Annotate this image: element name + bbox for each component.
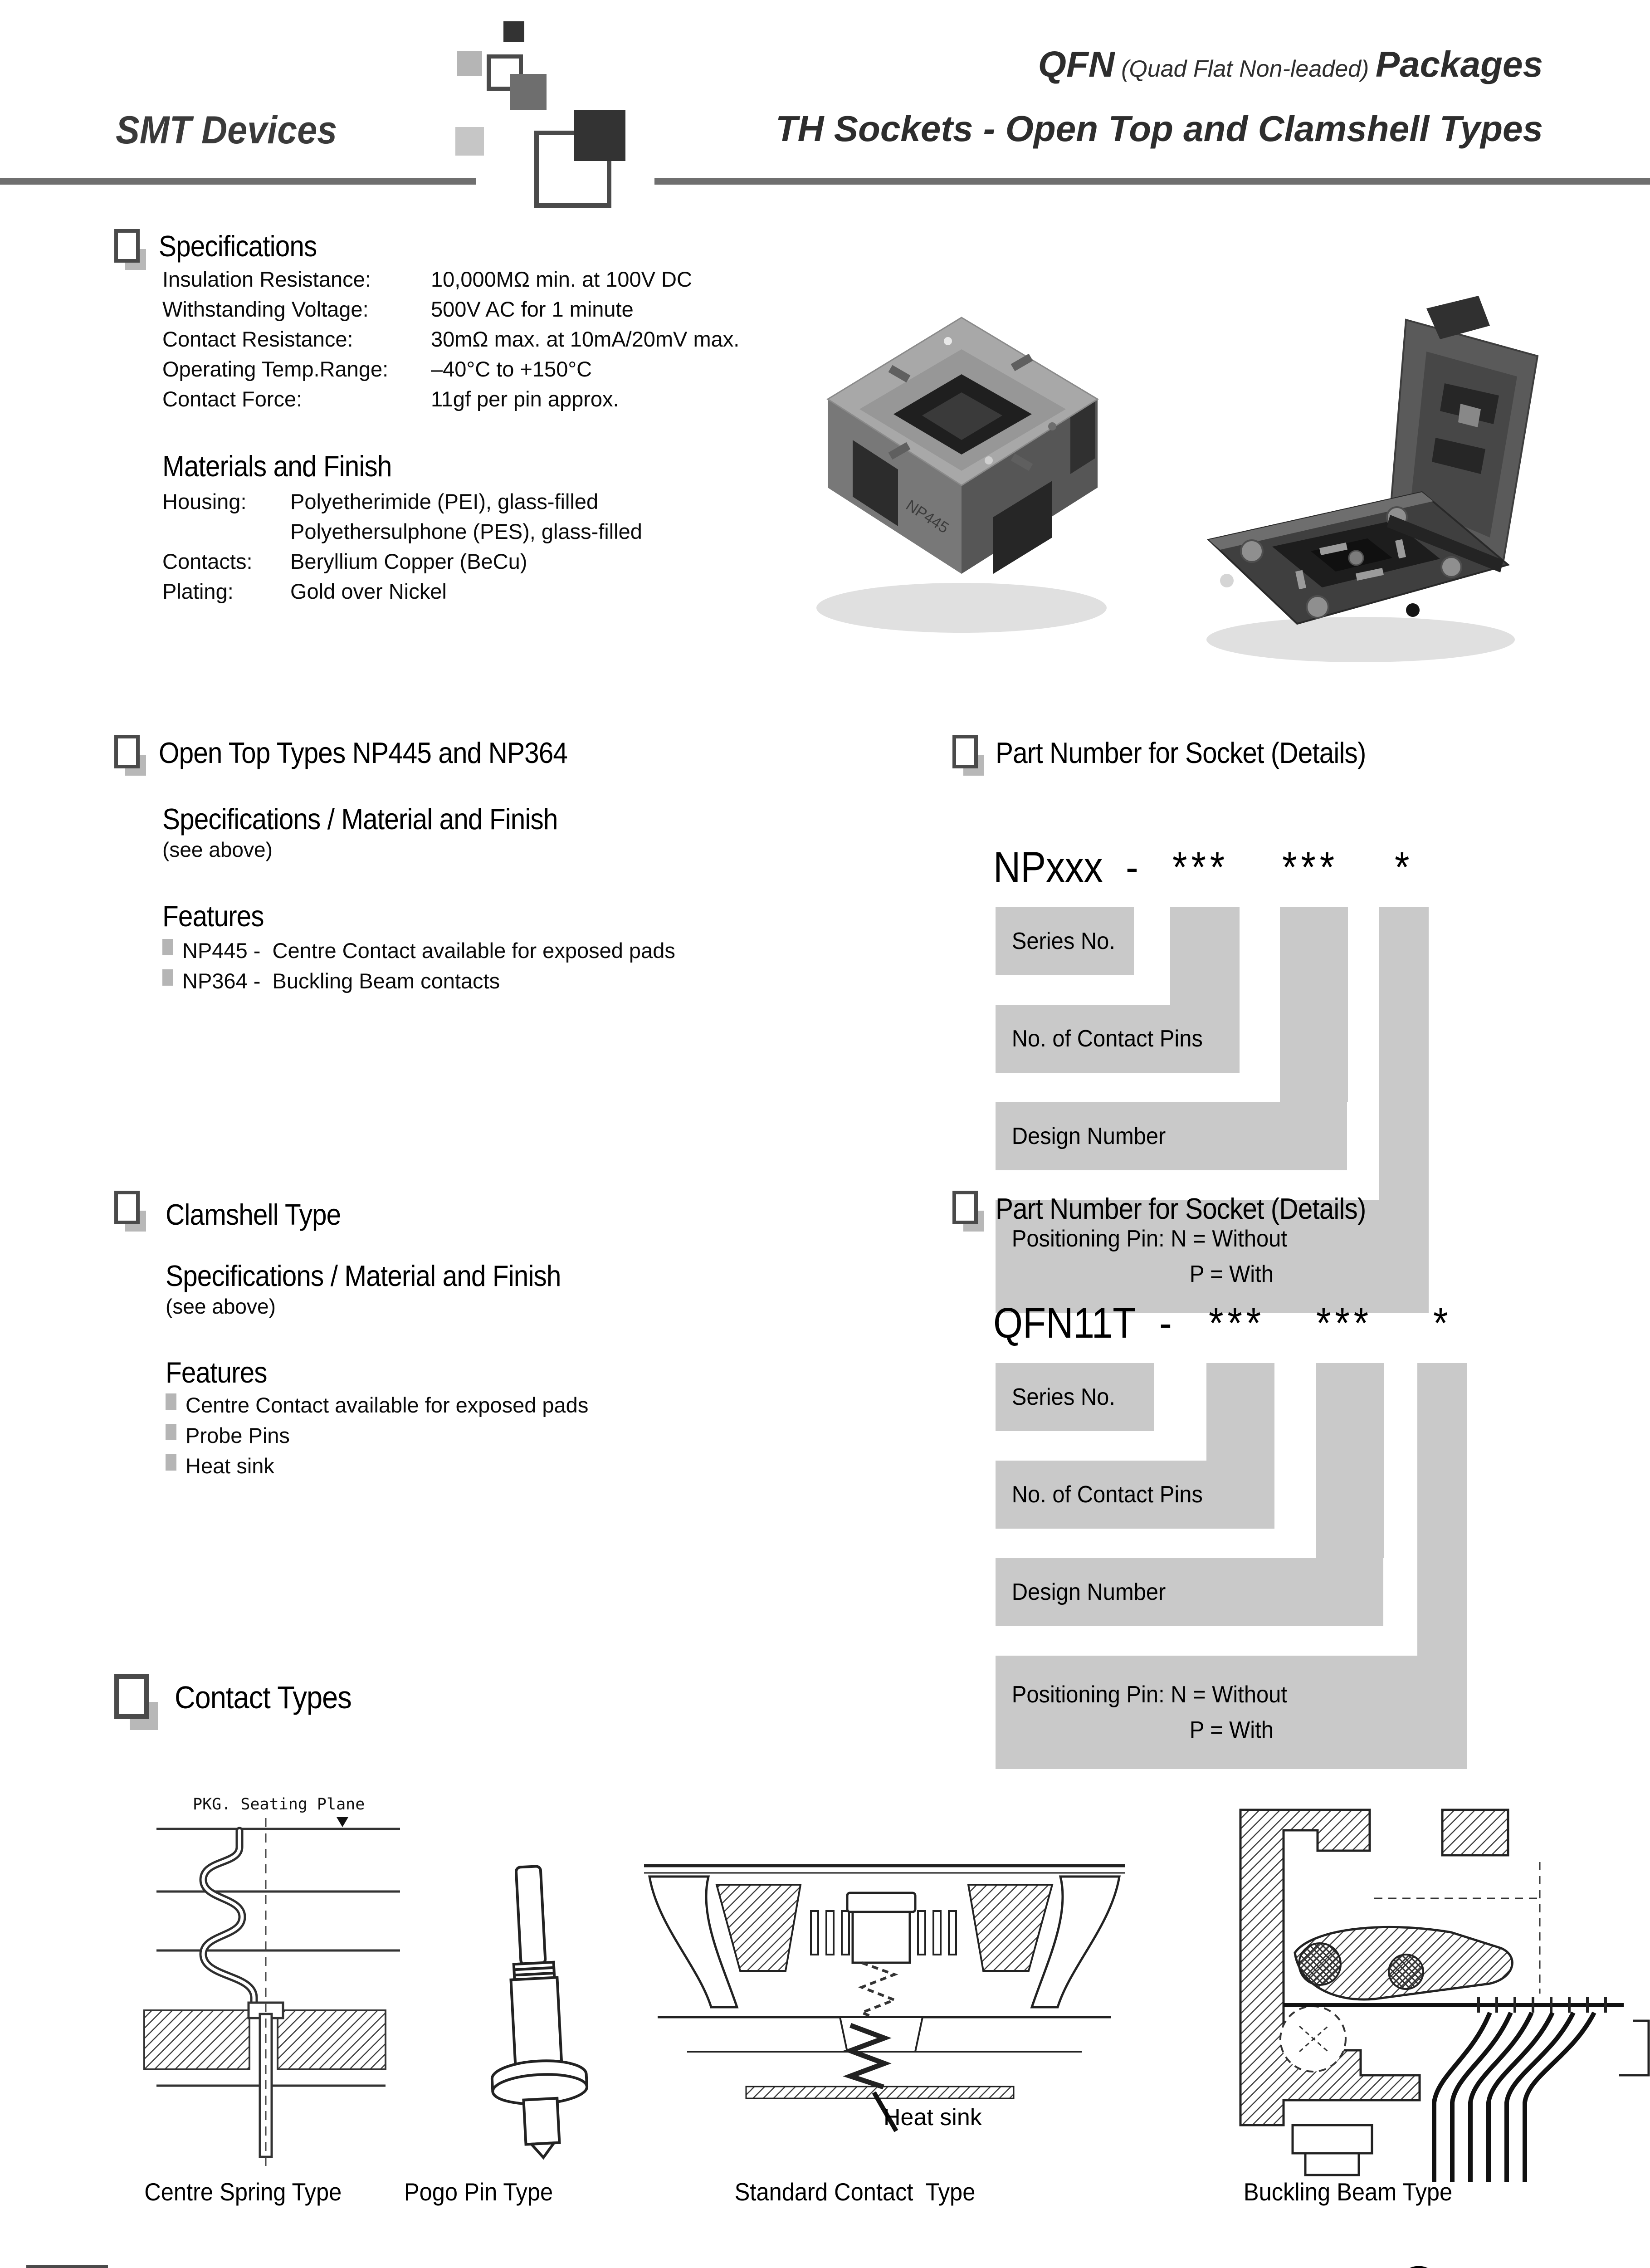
open-top-heading: Open Top Types NP445 and NP364 <box>159 736 568 769</box>
diagram-caption: Centre Spring Type <box>144 2178 342 2206</box>
pn-series-code: NPxxx <box>993 843 1103 891</box>
section-marker-icon <box>114 229 164 288</box>
pn-dash: - <box>1126 843 1138 891</box>
footer-rule <box>26 2265 108 2268</box>
pn-stars-3: * <box>1395 843 1414 891</box>
spec-value: 30mΩ max. at 10mA/20mV max. <box>431 327 740 351</box>
yamaichi-logo-icon <box>1410 2266 1428 2268</box>
spec-label: Operating Temp.Range: <box>162 357 389 381</box>
pn-label-box: Positioning Pin: N = Without P = With <box>996 1656 1467 1769</box>
open-top-features-heading: Features <box>162 899 264 933</box>
header-rule-left <box>0 178 476 185</box>
pn-column <box>1379 907 1429 1200</box>
section-marker-icon <box>952 735 1002 794</box>
header-rule-right <box>654 178 1650 185</box>
logo-square-gray-small <box>457 51 482 76</box>
pn-stars-1: *** <box>1209 1299 1265 1347</box>
spec-label: Contact Force: <box>162 387 303 411</box>
pn-label-box: Positioning Pin: N = Without P = With <box>996 1200 1429 1313</box>
material-label: Plating: <box>162 579 234 603</box>
page-title-right-line1: QFN (Quad Flat Non-leaded) Packages <box>1038 44 1543 85</box>
materials-heading: Materials and Finish <box>162 450 392 483</box>
spec-label: Insulation Resistance: <box>162 267 371 291</box>
pn-label-box: No. of Contact Pins <box>996 1005 1240 1073</box>
logo-square-dark-large <box>574 110 625 161</box>
spec-value: 10,000MΩ min. at 100V DC <box>431 267 692 291</box>
diagram-caption: Buckling Beam Type <box>1243 2178 1453 2206</box>
pn-stars-2: *** <box>1282 843 1339 891</box>
clamshell-socket-photo <box>1206 296 1539 662</box>
centre-spring-diagram <box>143 1817 400 2166</box>
spec-value: 11gf per pin approx. <box>431 387 619 411</box>
diagram-caption: Standard Contact Type <box>734 2178 976 2206</box>
pn-label-box: Series No. <box>996 1363 1154 1431</box>
feature-item: NP364 - Buckling Beam contacts <box>182 969 500 993</box>
feature-item: Centre Contact available for exposed pad… <box>186 1393 589 1417</box>
pn-label-box: Series No. <box>996 907 1134 975</box>
clamshell-subheading: Specifications / Material and Finish <box>166 1259 561 1292</box>
pn-label-box: No. of Contact Pins <box>996 1461 1274 1529</box>
section-marker-icon <box>114 1674 164 1733</box>
clamshell-features-heading: Features <box>166 1356 268 1389</box>
pn-stars-2: *** <box>1316 1299 1373 1347</box>
logo-square-light-gray <box>455 127 484 156</box>
pn-column <box>1417 1363 1467 1656</box>
pkg-seating-plane-label: PKG. Seating Plane <box>193 1795 365 1813</box>
bullet-square-icon <box>166 1454 176 1471</box>
material-value: Gold over Nickel <box>290 579 447 603</box>
section-marker-icon <box>952 1191 1002 1250</box>
material-value: Polyetherimide (PEI), glass-filled <box>290 489 599 513</box>
spec-label: Contact Resistance: <box>162 327 353 351</box>
spec-value: 500V AC for 1 minute <box>431 297 634 321</box>
part-number-np-heading: Part Number for Socket (Details) <box>996 736 1366 769</box>
part-number-qfn-heading: Part Number for Socket (Details) <box>996 1192 1366 1225</box>
diagram-caption: Pogo Pin Type <box>404 2178 553 2206</box>
page-title-right-line2: TH Sockets - Open Top and Clamshell Type… <box>775 108 1543 149</box>
contact-types-heading: Contact Types <box>175 1680 352 1715</box>
title-subtitle: (Quad Flat Non-leaded) <box>1114 56 1376 82</box>
logo-square-outline-large <box>534 131 611 208</box>
logo-square-dark-small <box>503 21 524 42</box>
pn-dash: - <box>1159 1299 1172 1347</box>
bullet-square-icon <box>162 939 173 955</box>
spec-value: –40°C to +150°C <box>431 357 592 381</box>
feature-item: Probe Pins <box>186 1423 290 1447</box>
open-top-socket-photo: NP445 <box>816 317 1107 633</box>
pn-column <box>1280 907 1348 1102</box>
section-marker-icon <box>114 735 164 794</box>
pn-column <box>1316 1363 1384 1558</box>
feature-item: Heat sink <box>186 1454 274 1478</box>
open-top-subheading: Specifications / Material and Finish <box>162 802 558 836</box>
standard-contact-diagram <box>644 1864 1125 2132</box>
spec-label: Withstanding Voltage: <box>162 297 369 321</box>
page-title-left: SMT Devices <box>116 108 337 152</box>
pn-stars-1: *** <box>1172 843 1229 891</box>
title-packages: Packages <box>1375 44 1543 84</box>
brand-name: YAMAICHI <box>1446 2266 1560 2268</box>
bullet-square-icon <box>162 969 173 986</box>
pogo-pin-diagram <box>490 1865 589 2160</box>
material-label: Contacts: <box>162 549 253 573</box>
clamshell-note: (see above) <box>166 1295 276 1318</box>
specifications-heading: Specifications <box>159 230 317 263</box>
clamshell-heading: Clamshell Type <box>166 1198 341 1231</box>
section-marker-icon <box>114 1191 164 1250</box>
buckling-beam-diagram <box>1239 1809 1650 2182</box>
open-top-note: (see above) <box>162 838 273 861</box>
pn-label-box: Design Number <box>996 1558 1383 1626</box>
material-label: Housing: <box>162 489 247 513</box>
title-qfn: QFN <box>1038 44 1115 84</box>
pn-column <box>1170 907 1240 1005</box>
bullet-square-icon <box>166 1424 176 1440</box>
logo-square-mid-gray <box>510 74 547 110</box>
feature-item: NP445 - Centre Contact available for exp… <box>182 938 675 963</box>
heat-sink-label: Heat sink <box>884 2104 982 2131</box>
pn-label-box: Design Number <box>996 1102 1347 1170</box>
pn-series-code: QFN11T <box>993 1299 1136 1347</box>
bullet-square-icon <box>166 1393 176 1410</box>
material-value: Polyethersulphone (PES), glass-filled <box>290 519 642 543</box>
material-value: Beryllium Copper (BeCu) <box>290 549 527 573</box>
pn-column <box>1206 1363 1274 1461</box>
pn-stars-3: * <box>1433 1299 1452 1347</box>
